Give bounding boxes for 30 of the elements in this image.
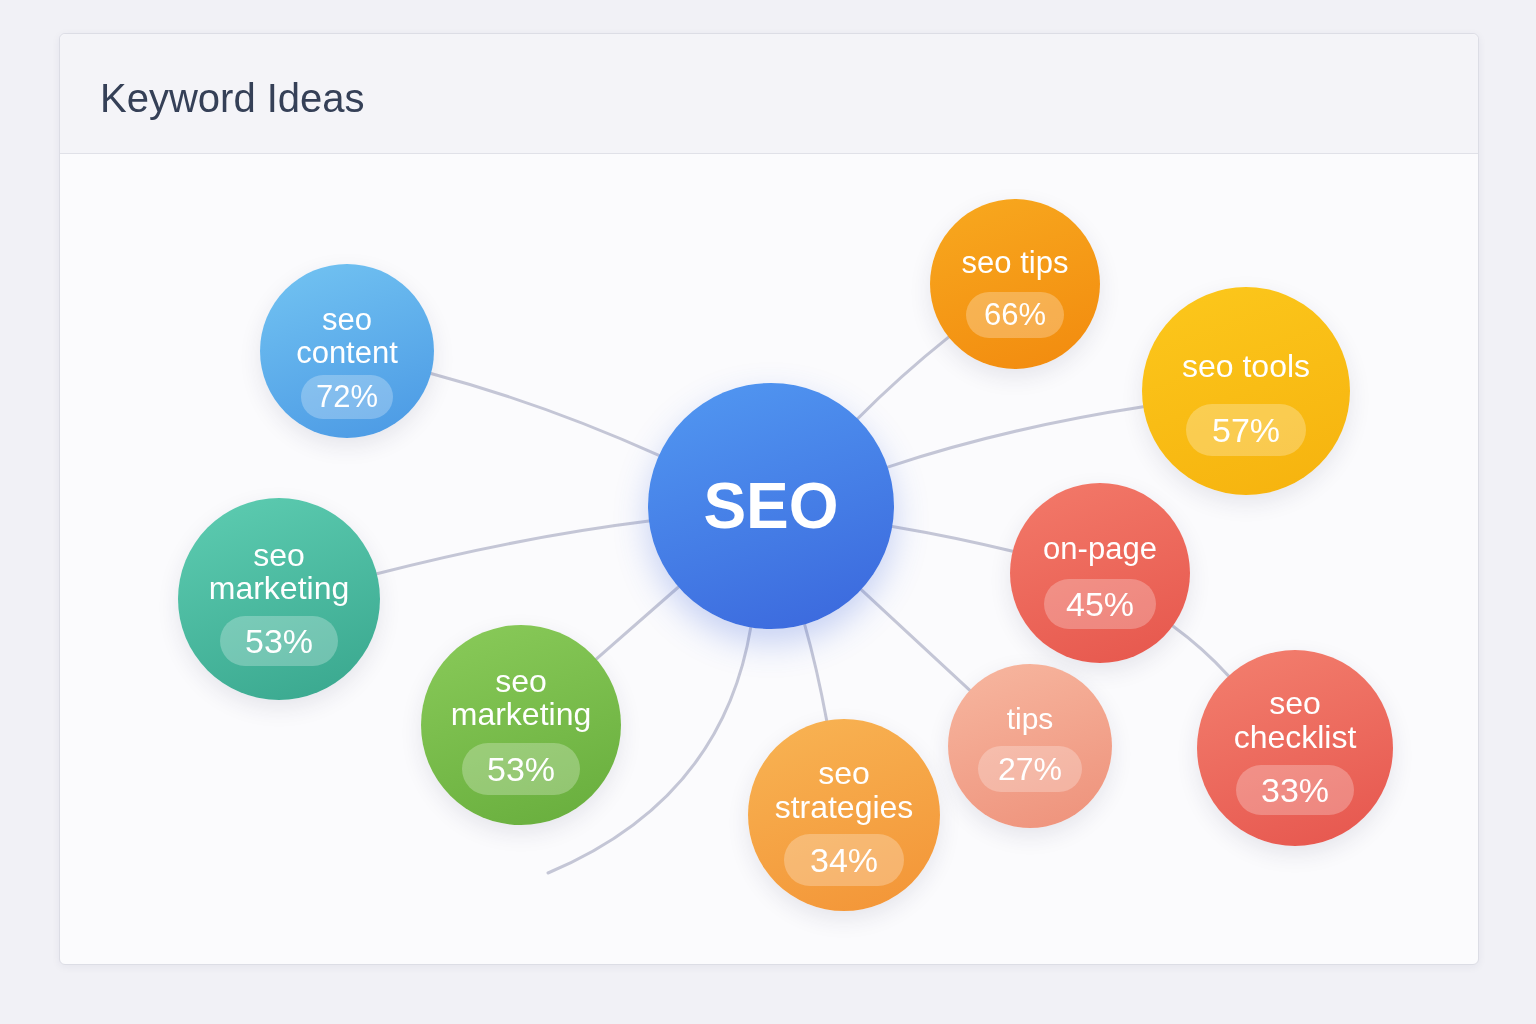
score-pill: 53% [462,743,580,795]
keyword-label: seo strategies [773,756,915,824]
score-pill: 33% [1236,764,1354,815]
diagram-title: Keyword Ideas [100,75,365,122]
keyword-label: tips [1006,702,1054,735]
connector-line [859,588,972,692]
score-pill: 57% [1186,404,1306,456]
score-pill: 72% [301,375,393,419]
keyword-label: SEO [703,471,839,541]
connector-line [803,622,829,723]
keyword-label: seo marketing [207,538,351,605]
connector-line [1171,624,1231,678]
keyword-label: seo marketing [449,665,593,731]
connector-line [429,372,661,457]
score-pill: 45% [1044,578,1156,629]
keyword-label: seo tools [1181,350,1311,383]
connector-line [886,405,1145,469]
connector-line [890,524,1015,553]
score-pill: 27% [978,746,1082,792]
keyword-label: on-page [1043,531,1157,565]
keyword-label: seo checklist [1232,685,1358,754]
connector-line [856,335,951,421]
connector-line [546,625,753,875]
connector-line [375,519,651,576]
score-pill: 53% [220,615,338,666]
keyword-label: seo content [295,303,399,369]
connector-line [594,585,680,661]
score-pill: 66% [966,292,1064,338]
score-pill: 34% [784,834,904,886]
keyword-label: seo tips [961,246,1069,279]
